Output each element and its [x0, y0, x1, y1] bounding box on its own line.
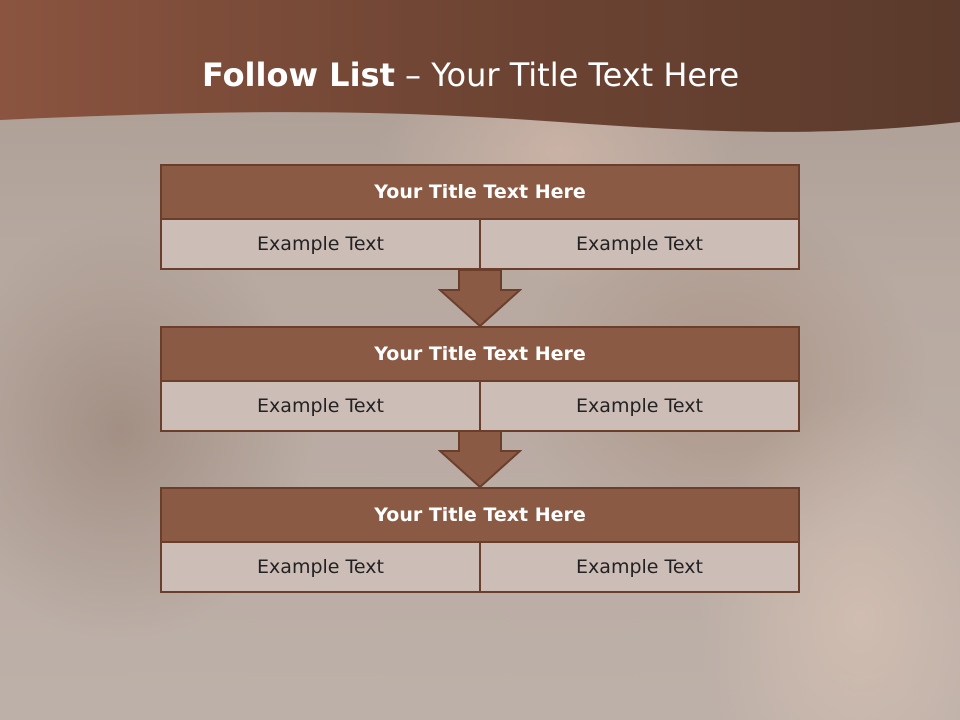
block-cell-left: Example Text [257, 233, 384, 255]
block-row: Example Text Example Text [160, 543, 800, 593]
block-row: Example Text Example Text [160, 220, 800, 270]
block-cell-left: Example Text [257, 556, 384, 578]
block-title: Your Title Text Here [160, 164, 800, 220]
header-banner [0, 0, 960, 132]
slide-title-rest: – Your Title Text Here [394, 56, 740, 94]
block-cell-right: Example Text [479, 220, 798, 268]
down-arrow-icon [438, 431, 522, 489]
flow-block-3: Your Title Text Here Example Text Exampl… [160, 487, 800, 593]
flow-block-1: Your Title Text Here Example Text Exampl… [160, 164, 800, 270]
slide-title-bold: Follow List [202, 56, 395, 94]
block-cell-right: Example Text [479, 543, 798, 591]
block-title: Your Title Text Here [160, 487, 800, 543]
block-row: Example Text Example Text [160, 382, 800, 432]
block-cell-right: Example Text [479, 382, 798, 430]
block-cell-left: Example Text [257, 395, 384, 417]
flow-block-2: Your Title Text Here Example Text Exampl… [160, 326, 800, 432]
block-title: Your Title Text Here [160, 326, 800, 382]
down-arrow-icon [438, 270, 522, 328]
slide-title: Follow List – Your Title Text Here [202, 56, 739, 96]
